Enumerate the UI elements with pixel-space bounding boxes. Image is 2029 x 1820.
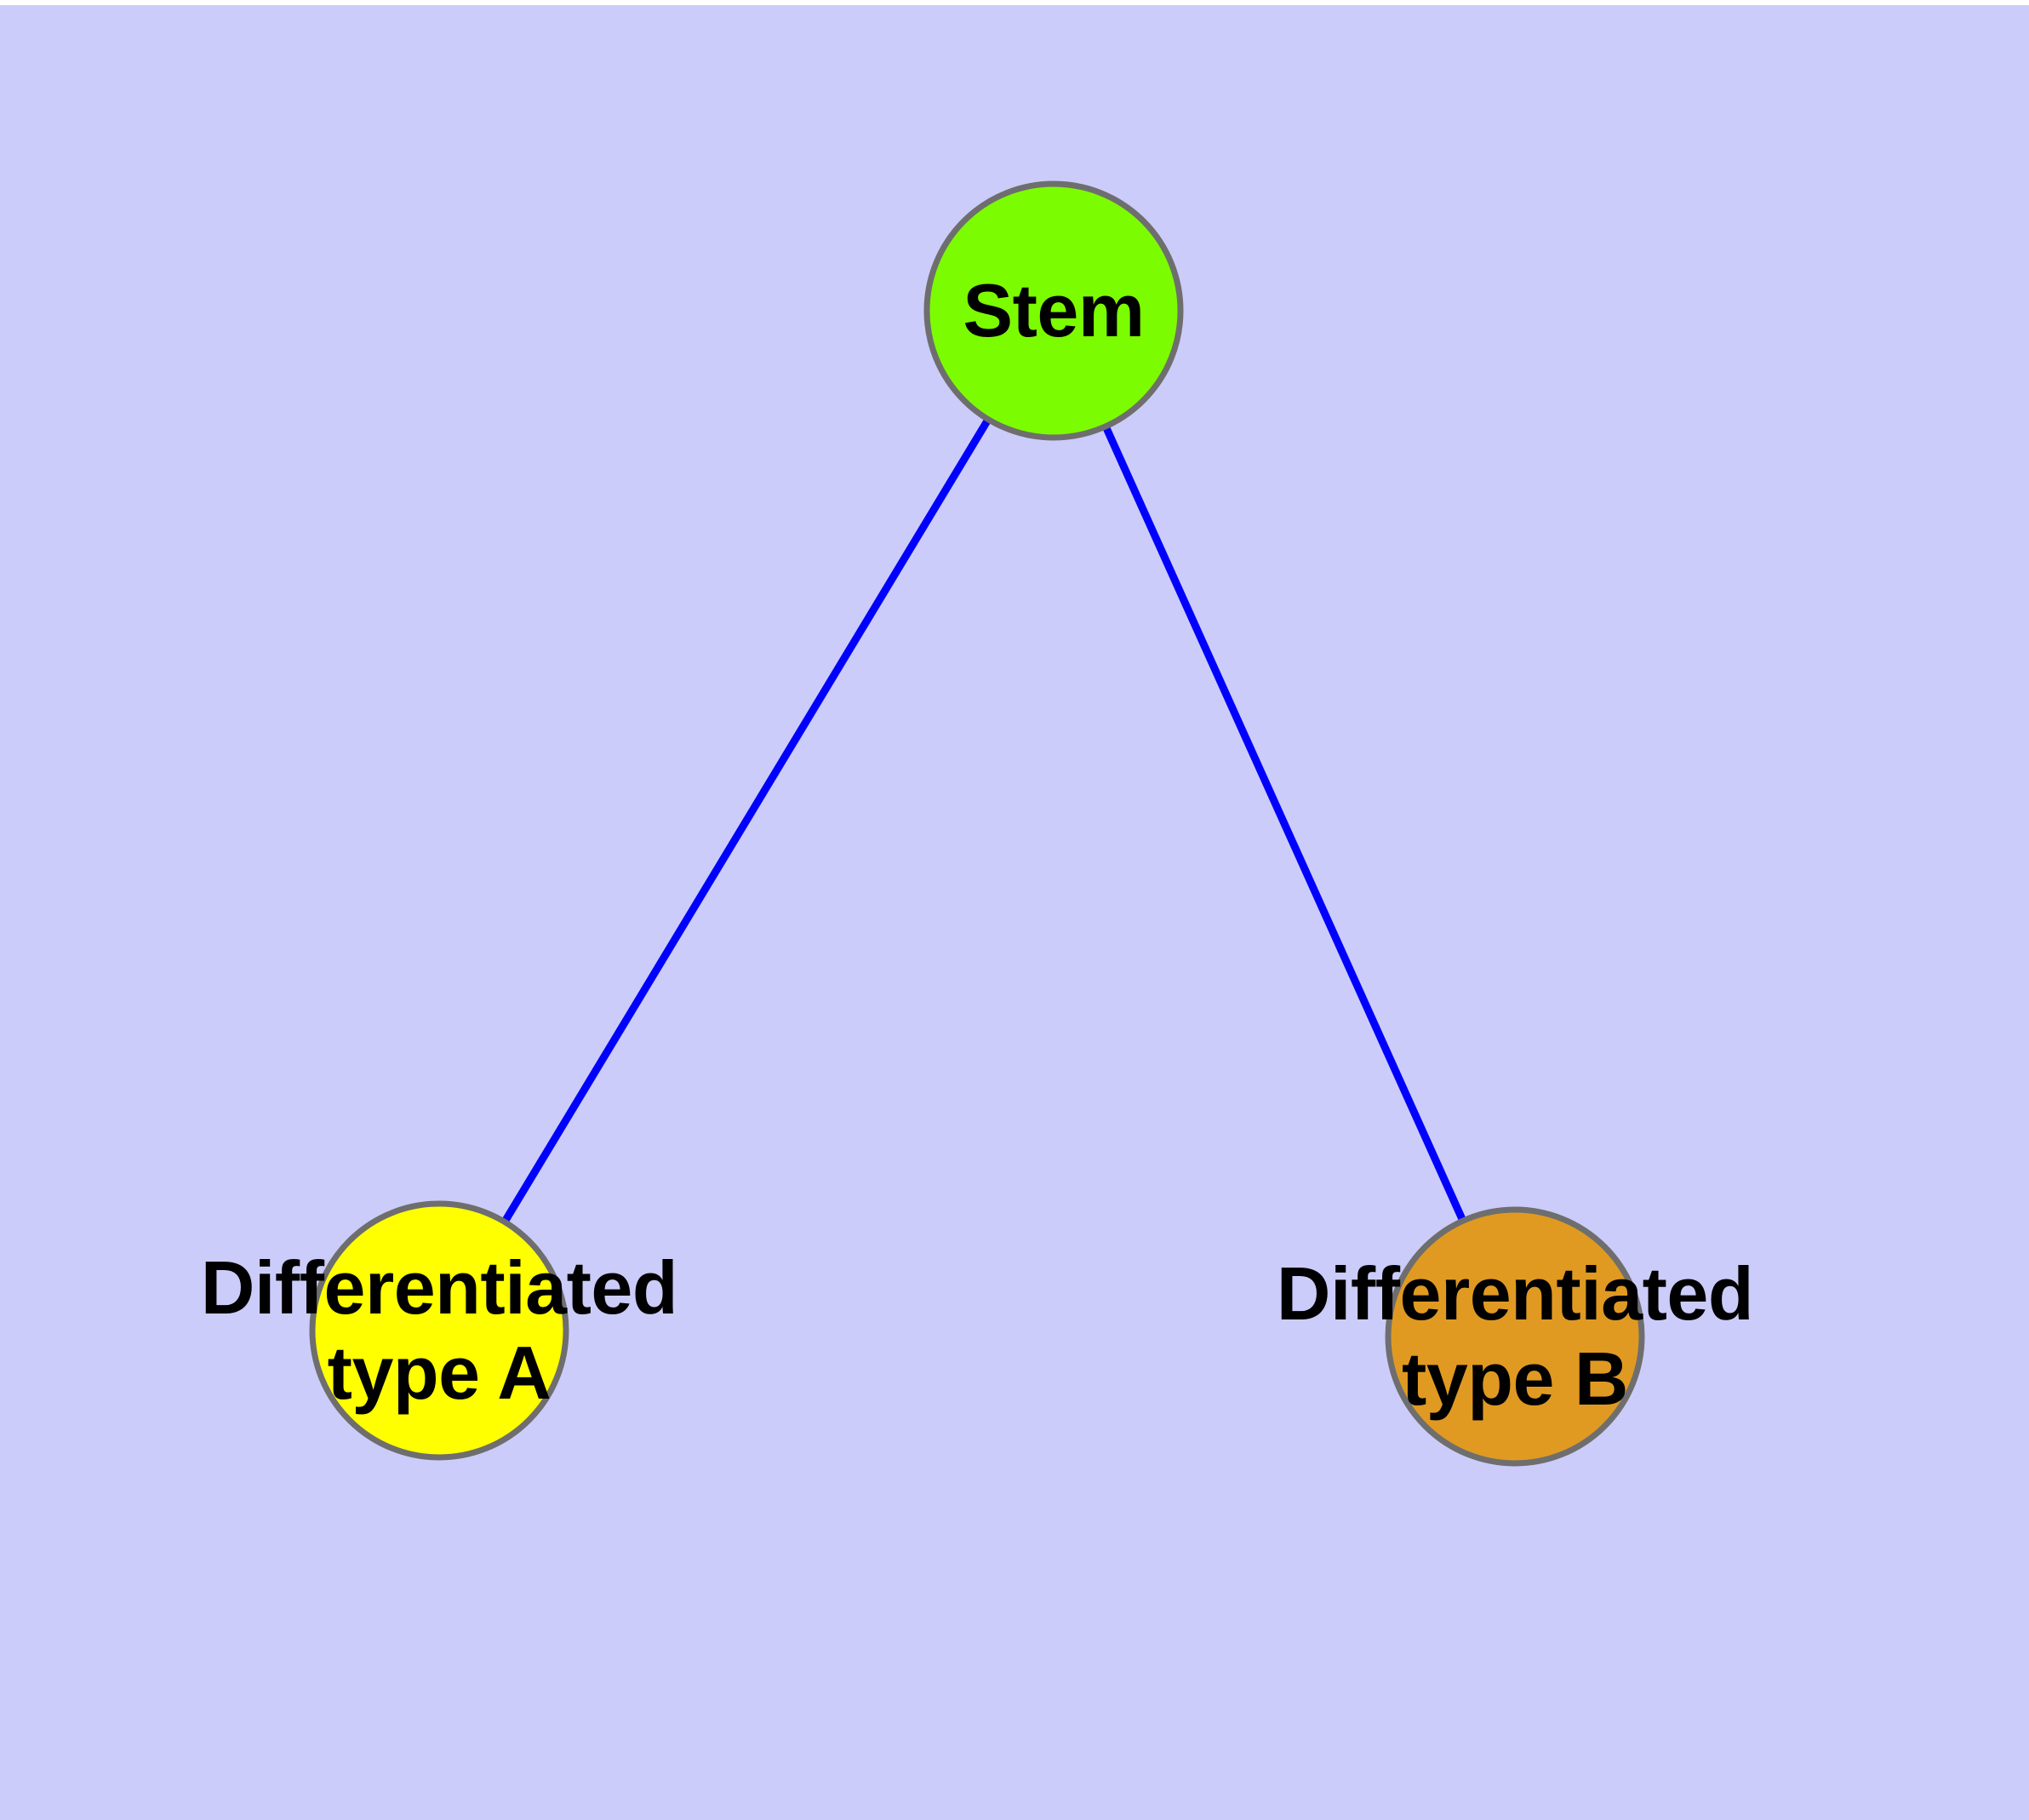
- node-diff-a[interactable]: [309, 1200, 569, 1461]
- edge-stem-to-diff-b[interactable]: [1049, 309, 1519, 1338]
- node-stem[interactable]: [923, 180, 1184, 441]
- edge-stem-to-diff-a[interactable]: [436, 308, 1057, 1333]
- graph-svg: [309, 180, 1645, 1467]
- diagram-canvas: Stem Differentiated type A Differentiate…: [0, 5, 2029, 1820]
- edge-layer: [436, 308, 1519, 1338]
- node-diff-b[interactable]: [1385, 1206, 1645, 1467]
- node-layer: [309, 180, 1645, 1467]
